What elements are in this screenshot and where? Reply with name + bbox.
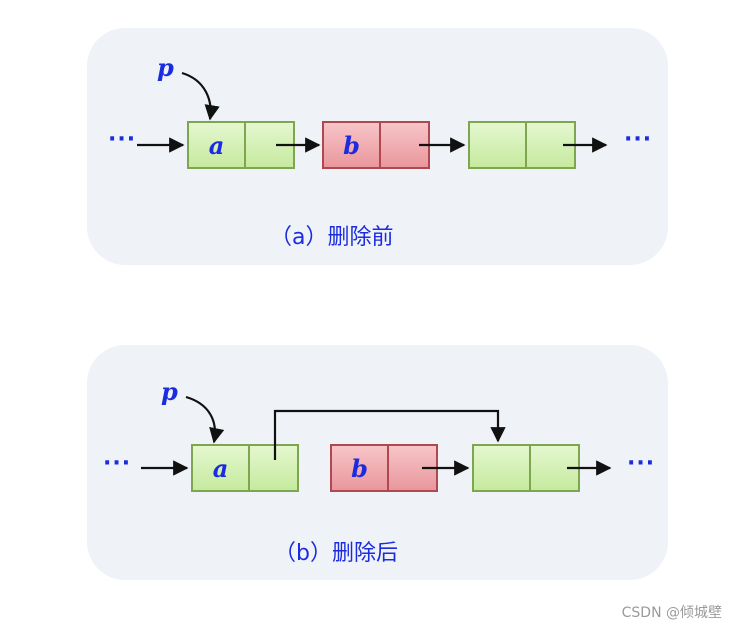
link-a-to-c-bypass [273, 409, 506, 460]
node-a-data-cell: a [191, 444, 250, 492]
node-a-label: a [212, 453, 229, 483]
node-a-after: a [191, 444, 299, 492]
node-b-label: b [343, 130, 360, 160]
ellipsis-left-b: ··· [103, 451, 132, 476]
node-b-after: b [330, 444, 438, 492]
node-b-label: b [351, 453, 368, 483]
watermark: CSDN @倾城壁 [621, 605, 722, 621]
pointer-arrow-b [185, 395, 225, 444]
caption-after: （b）删除后 [274, 541, 398, 566]
pointer-p-label-a: p [157, 53, 174, 82]
node-c-data-cell [472, 444, 531, 492]
ellipsis-right-b: ··· [627, 451, 656, 476]
pointer-arrow-a [181, 71, 220, 121]
node-a-before: a [187, 121, 295, 169]
node-a-next-cell [248, 444, 299, 492]
node-a-label: a [208, 130, 225, 160]
ellipsis-left-a: ··· [108, 127, 137, 152]
node-c-after [472, 444, 580, 492]
caption-before: （a）删除前 [270, 225, 394, 250]
ellipsis-right-a: ··· [624, 127, 653, 152]
node-b-before: b [322, 121, 430, 169]
pointer-p-label-b: p [161, 377, 178, 406]
